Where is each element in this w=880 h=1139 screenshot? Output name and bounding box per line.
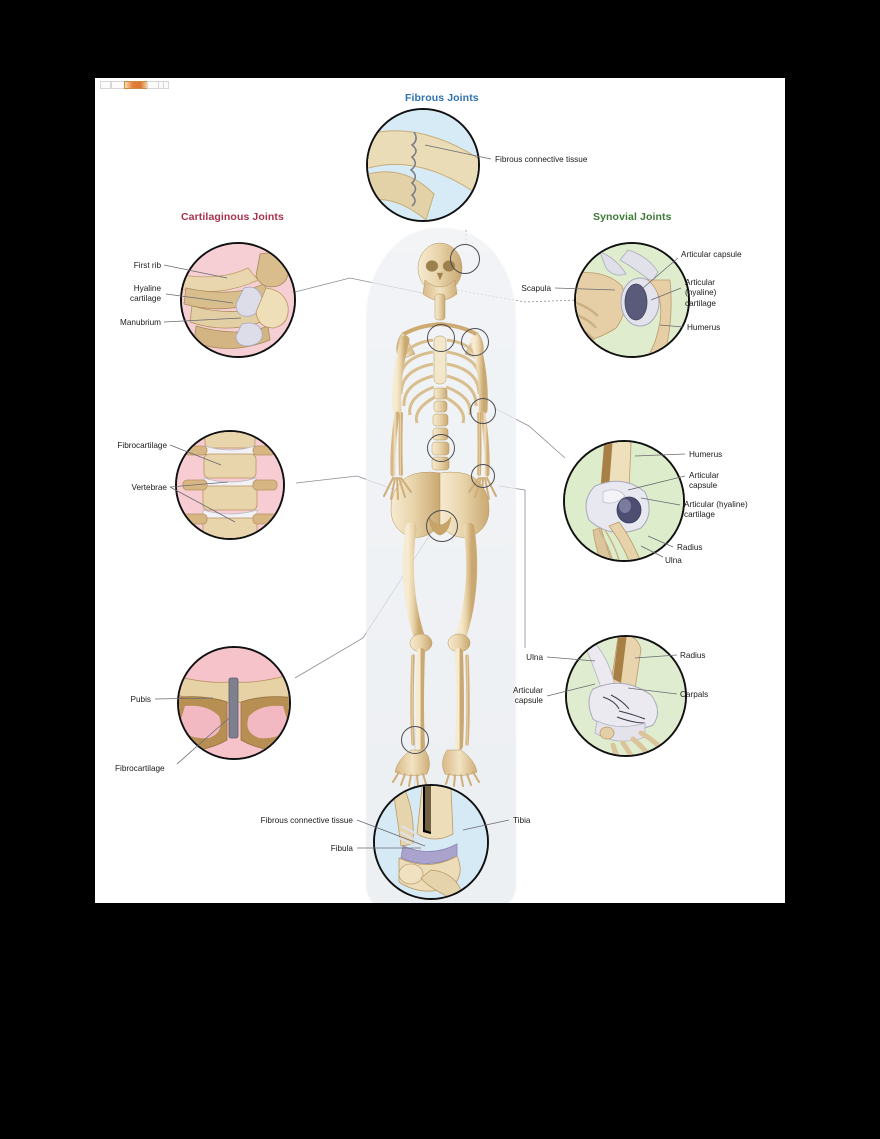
- inset-sternoclavicular[interactable]: [180, 242, 296, 358]
- pubic-symphysis-art: [179, 648, 289, 758]
- joint-marker-shoulder[interactable]: [461, 328, 489, 356]
- toolbar-segment: [163, 81, 169, 89]
- label-scapula: Scapula: [521, 284, 551, 293]
- inset-intervertebral[interactable]: [175, 430, 285, 540]
- ankle-art: [375, 786, 487, 898]
- label-carpals: Carpals: [680, 690, 709, 699]
- label-hyaline-cartilage: Hyaline cartilage: [130, 284, 161, 304]
- intervertebral-art: [177, 432, 283, 538]
- label-articular-capsule-elbow: Articular capsule: [689, 471, 720, 491]
- inset-elbow[interactable]: [563, 440, 685, 562]
- label-first-rib: First rib: [133, 261, 161, 270]
- document-page: Fibrous Joints Cartilaginous Joints Syno…: [95, 78, 785, 903]
- label-articular-hyaline-cartilage-shoulder: Articular (hyaline) cartilage: [685, 278, 717, 308]
- wrist-art: [567, 637, 685, 755]
- label-articular-capsule-shoulder: Articular capsule: [681, 250, 742, 259]
- label-radius-wrist: Radius: [680, 651, 706, 660]
- elbow-art: [565, 442, 683, 560]
- joint-marker-sternoclavicular[interactable]: [427, 324, 455, 352]
- label-humerus-elbow: Humerus: [689, 450, 723, 459]
- joint-marker-intervertebral[interactable]: [427, 434, 455, 462]
- inset-shoulder[interactable]: [574, 242, 690, 358]
- toolbar-progress-bar: [124, 81, 148, 89]
- scanner-toolbar-artifact: [98, 80, 169, 89]
- inset-ankle[interactable]: [373, 784, 489, 900]
- label-fibrocartilage-pubis: Fibrocartilage: [115, 764, 165, 773]
- toolbar-segment: [100, 81, 111, 89]
- label-articular-hyaline-cartilage-elbow: Articular (hyaline) cartilage: [684, 500, 748, 520]
- sternoclavicular-art: [182, 244, 294, 356]
- joint-marker-pubic-symphysis[interactable]: [426, 510, 458, 542]
- label-vertebrae: Vertebrae: [131, 483, 167, 492]
- inset-wrist[interactable]: [565, 635, 687, 757]
- heading-synovial-joints: Synovial Joints: [593, 211, 672, 223]
- toolbar-segment: [111, 81, 125, 89]
- label-fibrocartilage-spine: Fibrocartilage: [117, 441, 167, 450]
- label-fibula: Fibula: [330, 844, 353, 853]
- label-radius-elbow: Radius: [677, 543, 703, 552]
- label-humerus-shoulder: Humerus: [687, 323, 721, 332]
- label-tibia: Tibia: [513, 816, 531, 825]
- joint-marker-elbow[interactable]: [470, 398, 496, 424]
- label-ulna-elbow: Ulna: [665, 556, 682, 565]
- label-ulna-wrist: Ulna: [526, 653, 543, 662]
- shoulder-art: [576, 244, 688, 356]
- label-pubis: Pubis: [130, 695, 151, 704]
- joint-marker-ankle[interactable]: [401, 726, 429, 754]
- skull-suture-art: [368, 110, 478, 220]
- label-manubrium: Manubrium: [120, 318, 161, 327]
- label-fibrous-connective-tissue: Fibrous connective tissue: [495, 155, 588, 164]
- inset-skull-suture[interactable]: [366, 108, 480, 222]
- label-articular-capsule-wrist: Articular capsule: [512, 686, 543, 706]
- joint-marker-skull-suture[interactable]: [450, 244, 480, 274]
- inset-pubic-symphysis[interactable]: [177, 646, 291, 760]
- joint-marker-wrist[interactable]: [471, 464, 495, 488]
- label-fibrous-connective-tissue-ankle: Fibrous connective tissue: [260, 816, 353, 825]
- heading-fibrous-joints: Fibrous Joints: [405, 92, 479, 104]
- heading-cartilaginous-joints: Cartilaginous Joints: [181, 211, 284, 223]
